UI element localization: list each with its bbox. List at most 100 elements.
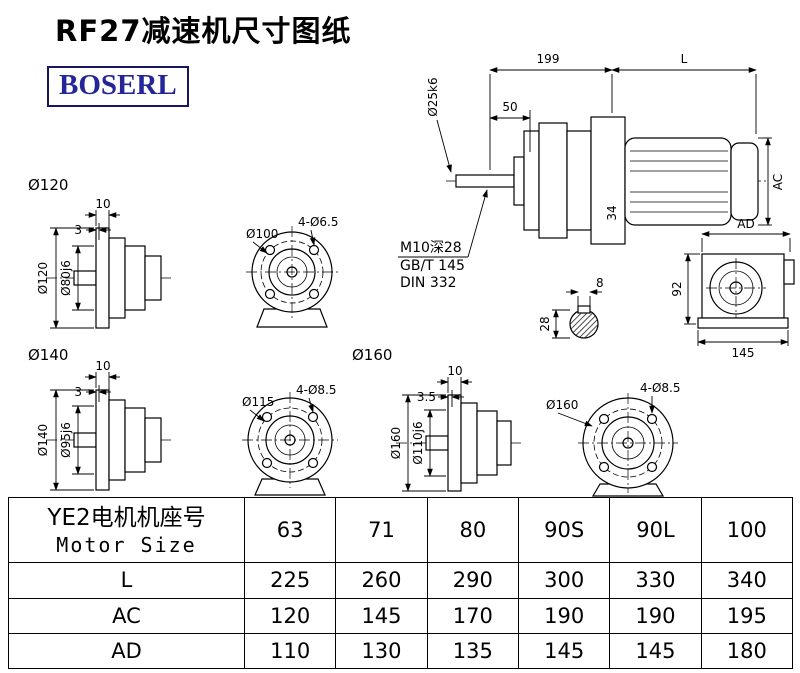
gearbox-outline [513,116,626,245]
fan-cowl [730,142,759,221]
page-title: RF27减速机尺寸图纸 [55,14,352,48]
table-row-L: L 225 260 290 300 330 340 [8,562,794,599]
dim-outer-label: Ø140 [36,424,50,456]
note-thread: M10深28 [400,240,462,256]
flange-160-front-view [578,393,678,497]
flange-160-holes-callout: 4-Ø8.5 [640,381,681,414]
table-cell: 180 [700,632,794,670]
dim-shaft-label: Ø25k6 [426,77,440,116]
flange-120-dim-3: 3 [74,223,111,240]
flange-160-dim-spigot: Ø110j6 [411,409,446,477]
flange-120-holes-callout: 4-Ø6.5 [298,215,339,246]
table-cell: 195 [700,597,794,634]
keyway [577,305,591,314]
size-col-80: 80 [426,496,519,564]
dim-spigot-label: Ø110j6 [411,421,425,464]
dim-spigot-label: Ø95j6 [59,422,73,458]
flange-140-front-view [242,392,338,496]
flange-160-dim-outer: Ø160 [389,394,446,492]
logo-text: BOSERL [59,69,177,101]
dim-92-label: 92 [670,281,684,296]
row-label-AD: AD [8,632,245,670]
dim-spigot-label: Ø80j6 [59,260,73,296]
dim-AC-group: AC [758,137,785,226]
dim-outer-label: Ø160 [389,427,403,459]
flange-120-dim-spigot: Ø80j6 [59,245,94,311]
table-row-AC: AC 120 145 170 190 190 195 [8,597,794,634]
dim-10-label: 10 [447,364,462,378]
boserl-logo: BOSERL [47,66,189,107]
shaft-key-section: 8 28 [538,276,604,339]
note-gb-standard: GB/T 145 [400,258,465,274]
flange-view-160: Ø160 10 3.5 [352,346,681,497]
flange-view-140: Ø140 10 3 [28,346,338,496]
table-cell: 290 [426,562,519,599]
table-cell: 145 [335,597,428,634]
flange-140-label: Ø140 [28,346,68,364]
dim-199-label: 199 [537,52,560,66]
size-col-100: 100 [700,496,794,564]
table-cell: 120 [243,597,337,634]
dim-pilot-label: Ø115 [242,395,274,409]
table-cell: 340 [700,562,794,599]
dim-outer-label: Ø120 [36,262,50,294]
flange-160-dim-10: 10 [437,364,472,401]
flange-120-pilot-callout: Ø100 [246,227,278,254]
terminal-box [783,259,795,285]
dim-34-label: 34 [605,205,619,220]
table-cell: 190 [517,597,611,634]
flange-120-front-view [246,226,338,328]
dim-50-group: 50 [489,100,531,152]
flange-140-holes-callout: 4-Ø8.5 [296,383,337,413]
row-label-AC: AC [8,597,245,634]
dim-L-label: L [681,52,688,66]
dim-10-label: 10 [95,359,110,373]
flange-140-dim-10: 10 [85,359,120,398]
size-col-90s: 90S [517,496,611,564]
dim-pilot-label: Ø160 [546,398,578,412]
dim-199-group: 199 [489,52,613,170]
motor-outline [624,137,759,226]
side-housing [697,253,795,329]
dim-28-group: 28 [538,309,570,339]
size-col-71: 71 [335,496,428,564]
main-assembly-view: 199 L 50 Ø25k6 AC 34 [398,52,785,291]
dim-L-group: L [611,52,757,134]
table-cell: 225 [243,562,337,599]
size-col-90l: 90L [609,496,702,564]
flange-140-pilot-callout: Ø115 [242,395,274,422]
dim-3-label: 3 [74,223,82,237]
dim-AD-label: AD [737,217,754,231]
dim-3-5-label: 3.5 [417,390,436,404]
shaft-section-circle [569,309,599,339]
dim-AD-group: AD [701,217,791,252]
flange-140-dim-spigot: Ø95j6 [59,405,94,475]
thread-notes: M10深28 GB/T 145 DIN 332 [398,189,488,291]
dim-pilot-label: Ø100 [246,227,278,241]
dim-8-group: 8 [566,276,604,306]
dim-28-label: 28 [538,316,552,331]
note-din-standard: DIN 332 [400,275,457,291]
dim-shaft-diameter-group: Ø25k6 [426,77,452,173]
dim-92-group: 92 [670,253,700,325]
input-shaft [455,174,515,188]
table-cell: 145 [609,632,702,670]
table-cell: 170 [426,597,519,634]
flange-140-dim-outer: Ø140 [36,389,94,491]
flange-140-side-view [46,389,172,491]
row-label-L: L [8,562,245,599]
flange-120-dim-10: 10 [85,197,120,236]
flange-120-label: Ø120 [28,176,68,194]
flange-view-120: Ø120 10 3 [28,176,339,329]
table-header-en: Motor Size [56,532,197,557]
table-cell: 145 [517,632,611,670]
flange-160-dim-35: 3.5 [417,390,464,407]
table-cell: 300 [517,562,611,599]
dim-holes-label: 4-Ø8.5 [296,383,337,397]
dim-50-label: 50 [502,100,517,114]
table-cell: 135 [426,632,519,670]
table-cell: 330 [609,562,702,599]
table-cell: 260 [335,562,428,599]
flange-160-pilot-callout: Ø160 [546,398,593,427]
